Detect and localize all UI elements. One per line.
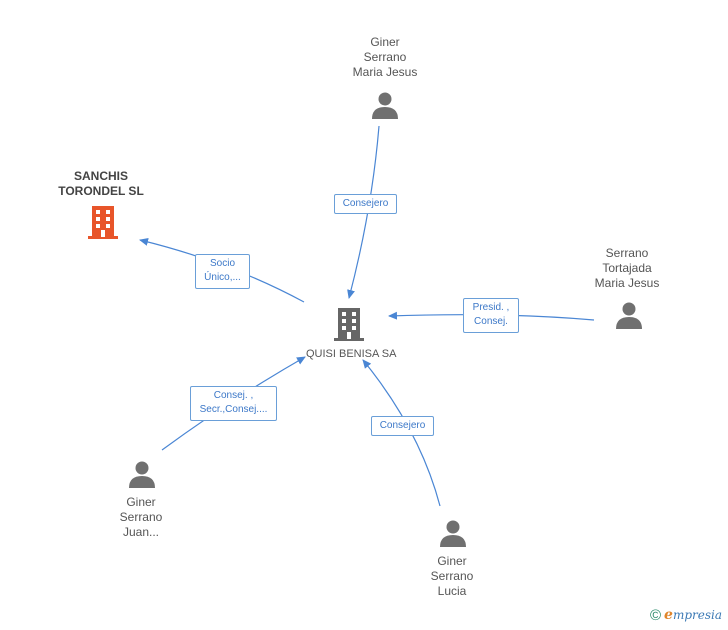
- person-name-giner-serrano-lucia[interactable]: Giner Serrano Lucia: [430, 554, 474, 598]
- person-name-giner-serrano-maria-jesus[interactable]: Giner Serrano Maria Jesus: [352, 35, 418, 79]
- company-name-sanchis-torondel[interactable]: SANCHIS TORONDEL SL: [58, 169, 144, 198]
- edge-label-consejero-top: Consejero: [334, 194, 397, 214]
- person-name-serrano-tortajada-maria-jesus[interactable]: Serrano Tortajada Maria Jesus: [594, 246, 660, 290]
- copyright-icon: ©: [649, 607, 662, 624]
- edge-label-consejero-bottom: Consejero: [371, 416, 434, 436]
- center-company-name[interactable]: QUISI BENISA SA: [306, 348, 397, 360]
- brand-text: mpresia: [672, 608, 722, 622]
- building-icon[interactable]: [87, 205, 119, 239]
- person-icon[interactable]: [371, 91, 399, 119]
- person-icon[interactable]: [439, 519, 467, 547]
- brand-initial: e: [664, 607, 673, 623]
- person-icon[interactable]: [128, 460, 156, 488]
- edge-label-presid-consej: Presid. , Consej.: [463, 298, 519, 333]
- person-name-giner-serrano-juan[interactable]: Giner Serrano Juan...: [119, 495, 163, 539]
- empresia-logo[interactable]: ©empresia: [650, 607, 722, 624]
- edge-label-socio-unico: Socio Único,...: [195, 254, 250, 289]
- person-icon[interactable]: [615, 301, 643, 329]
- building-icon[interactable]: [333, 307, 365, 341]
- edge-label-consej-secr: Consej. , Secr.,Consej....: [190, 386, 277, 421]
